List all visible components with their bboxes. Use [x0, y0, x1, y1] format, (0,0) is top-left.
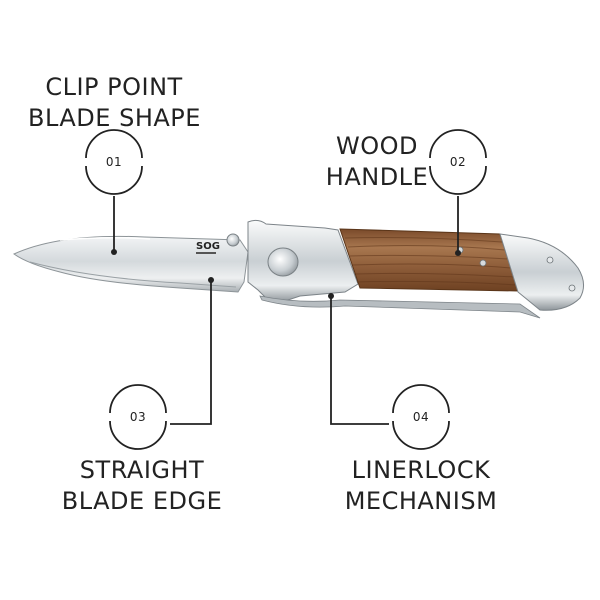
liner-underside [259, 295, 541, 319]
callout-badge-01: 01 [85, 129, 143, 195]
callout-badge-03: 03 [109, 384, 167, 450]
blade-edge-bevel [29, 261, 237, 288]
callout-label-01-line1: CLIP POINT [45, 73, 183, 101]
badge-04-number: 04 [413, 410, 429, 424]
brand-logo: SOG [196, 241, 220, 252]
badge-02-arc-top [429, 129, 487, 159]
knife-rear-bolster [499, 233, 584, 311]
badge-01-arc-bottom [85, 165, 143, 195]
rear-pin-2 [568, 284, 576, 292]
handle-pin-2 [479, 259, 487, 267]
badge-03-arc-bottom [109, 420, 167, 450]
leader-dot-01 [111, 249, 117, 255]
callout-label-01: CLIP POINT BLADE SHAPE [28, 72, 200, 134]
thumb-stud [267, 247, 299, 277]
callout-label-03: STRAIGHT BLADE EDGE [56, 455, 228, 517]
callout-label-04-line1: LINERLOCK [351, 456, 491, 484]
wood-grain [344, 237, 517, 286]
pivot-screw [226, 233, 240, 247]
callout-label-04: LINERLOCK MECHANISM [332, 455, 510, 517]
badge-04-arc-top [392, 384, 450, 414]
badge-02-number: 02 [450, 155, 466, 169]
callout-label-03-line1: STRAIGHT [79, 456, 205, 484]
knife-illustration: SOG [13, 219, 584, 319]
callout-label-03-line2: BLADE EDGE [61, 487, 223, 515]
callout-badge-04: 04 [392, 384, 450, 450]
callout-badge-02: 02 [429, 129, 487, 195]
blade-spine-highlight [59, 236, 151, 241]
badge-03-number: 03 [130, 410, 146, 424]
badge-04-arc-bottom [392, 420, 450, 450]
leader-line-03 [170, 280, 212, 425]
callout-label-02-line2: HANDLE [325, 163, 429, 191]
callout-label-01-line2: BLADE SHAPE [28, 104, 201, 132]
badge-01-arc-top [85, 129, 143, 159]
callout-label-04-line2: MECHANISM [344, 487, 498, 515]
badge-02-arc-bottom [429, 165, 487, 195]
badge-03-arc-top [109, 384, 167, 414]
leader-dot-03 [208, 277, 214, 283]
brand-underline [196, 252, 216, 254]
leader-line-04 [330, 296, 389, 425]
rear-pin-1 [546, 256, 554, 264]
leader-dot-02 [455, 250, 461, 256]
badge-01-number: 01 [106, 155, 122, 169]
callout-label-02: WOOD HANDLE [322, 131, 432, 193]
leader-dot-04 [328, 293, 334, 299]
callout-label-02-line1: WOOD [336, 132, 418, 160]
